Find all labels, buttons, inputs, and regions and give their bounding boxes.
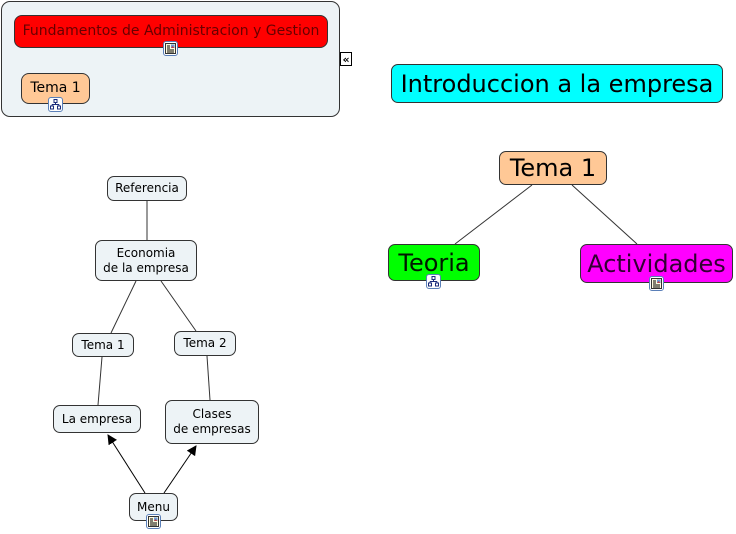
document-icon[interactable] bbox=[649, 276, 664, 291]
actividades-label: Actividades bbox=[587, 249, 726, 278]
link-tema2-clases bbox=[206, 355, 211, 401]
la-empresa-label: La empresa bbox=[61, 411, 133, 426]
root-topic-node: Tema 1 bbox=[499, 151, 607, 185]
document-icon[interactable] bbox=[163, 41, 178, 56]
link-economia-tema1 bbox=[110, 280, 137, 334]
tema2-label: Tema 2 bbox=[183, 336, 227, 350]
clases-label: Clases de empresas bbox=[173, 407, 251, 436]
link-economia-tema2 bbox=[160, 280, 197, 332]
menu-node[interactable]: Menu bbox=[129, 493, 178, 521]
document-icon[interactable] bbox=[146, 514, 161, 529]
link-tema1-laempresa bbox=[97, 356, 103, 406]
economia-label: Economia de la empresa bbox=[103, 245, 189, 275]
collapse-icon: « bbox=[342, 52, 350, 66]
course-title-node[interactable]: Fundamentos de Administracion y Gestion bbox=[14, 15, 328, 48]
arrow-menu-laempresa bbox=[107, 434, 146, 494]
tema1-node[interactable]: Tema 1 bbox=[72, 333, 134, 357]
tema2-node[interactable]: Tema 2 bbox=[174, 331, 236, 356]
collapse-panel-button[interactable]: « bbox=[340, 52, 352, 66]
arrow-menu-clases bbox=[163, 445, 197, 494]
menu-label: Menu bbox=[137, 499, 170, 514]
root-topic-label: Tema 1 bbox=[509, 154, 597, 182]
referencia-label: Referencia bbox=[115, 181, 179, 195]
clases-node[interactable]: Clases de empresas bbox=[165, 400, 259, 444]
concept-map-icon[interactable] bbox=[426, 274, 441, 289]
course-title-label: Fundamentos de Administracion y Gestion bbox=[22, 22, 320, 39]
map-title-node: Introduccion a la empresa bbox=[391, 64, 723, 103]
economia-node[interactable]: Economia de la empresa bbox=[95, 240, 197, 281]
la-empresa-node[interactable]: La empresa bbox=[53, 405, 141, 433]
concept-map-icon[interactable] bbox=[48, 97, 63, 112]
link-tema1-actividades bbox=[571, 184, 638, 245]
referencia-node[interactable]: Referencia bbox=[107, 176, 187, 201]
panel-topic-label: Tema 1 bbox=[30, 79, 81, 96]
link-tema1-teoria bbox=[454, 184, 533, 245]
map-title-label: Introduccion a la empresa bbox=[400, 69, 714, 98]
tema1-label: Tema 1 bbox=[81, 337, 125, 352]
teoria-label: Teoria bbox=[398, 248, 470, 277]
